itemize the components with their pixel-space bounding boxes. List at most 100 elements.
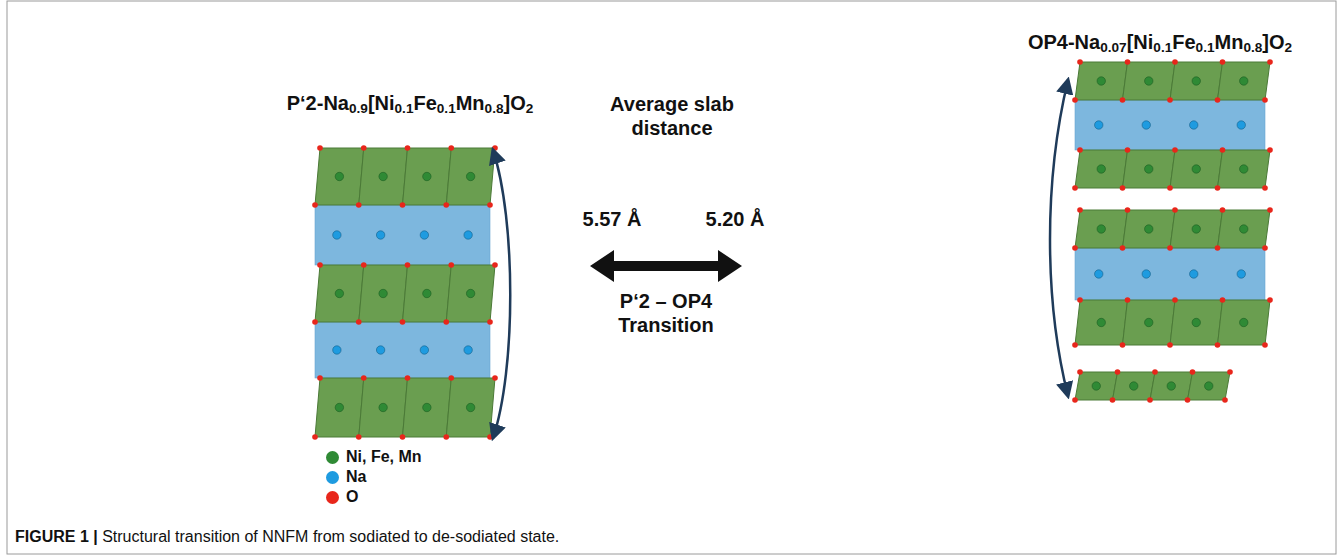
oxygen-atom (1267, 297, 1273, 303)
oxygen-atom (1220, 59, 1226, 65)
octahedral-cell (1218, 210, 1271, 248)
oxygen-atom (1115, 369, 1121, 375)
octahedral-cell (1075, 300, 1128, 345)
legend-entry: Na (326, 468, 366, 486)
oxygen-atom (443, 434, 449, 440)
stacking-arrow (1050, 80, 1068, 396)
sodium-atom (1142, 270, 1150, 278)
oxygen-atom (356, 319, 362, 325)
oxygen-atom (405, 145, 411, 151)
metal-atom (1145, 165, 1153, 173)
metal-atom (423, 289, 431, 297)
oxygen-atom (1152, 369, 1158, 375)
octahedral-cell (1123, 150, 1176, 188)
sodium-atom (1142, 121, 1150, 129)
oxygen-atom (1072, 245, 1078, 251)
oxygen-atom (1125, 59, 1131, 65)
oxygen-atom (1167, 342, 1173, 348)
oxygen-atom (1222, 397, 1228, 403)
metal-atom (335, 403, 343, 411)
metal-atom (466, 172, 474, 180)
oxygen-atom (312, 202, 318, 208)
oxygen-atom (361, 145, 367, 151)
sodium-atom (1237, 121, 1245, 129)
metal-atom (379, 289, 387, 297)
metal-atom (1145, 77, 1153, 85)
oxygen-atom (1215, 185, 1221, 191)
oxygen-atom (1262, 97, 1268, 103)
metal-atom (1192, 318, 1200, 326)
octahedral-cell (1075, 210, 1128, 248)
metal-atom (466, 403, 474, 411)
oxygen-atom (1172, 147, 1178, 153)
legend-text: Na (346, 468, 366, 486)
oxygen-atom (487, 319, 493, 325)
octahedral-cell (315, 148, 364, 205)
sodium-atom (420, 346, 428, 354)
metal-atom (1205, 382, 1213, 390)
metal-atom (379, 403, 387, 411)
octahedral-cell (403, 378, 452, 437)
oxygen-atom (1267, 147, 1273, 153)
oxygen-atom (1220, 147, 1226, 153)
octahedral-cell (359, 148, 408, 205)
sodium-atom (376, 231, 384, 239)
octahedral-cell (359, 378, 408, 437)
metal-atom (1192, 225, 1200, 233)
octahedral-cell (1218, 150, 1271, 188)
oxygen-atom (1267, 207, 1273, 213)
oxygen-atom (1072, 397, 1078, 403)
oxygen-atom (1220, 207, 1226, 213)
oxygen-atom (1147, 397, 1153, 403)
oxygen-atom (443, 202, 449, 208)
metal-atom (1130, 382, 1138, 390)
octahedral-cell (1123, 300, 1176, 345)
metal-atom (335, 289, 343, 297)
oxygen-atom (405, 262, 411, 268)
oxygen-atom (1262, 185, 1268, 191)
octahedral-cell (446, 378, 495, 437)
sodium-layer (315, 205, 490, 265)
sodium-layer (315, 322, 490, 378)
p2-structure (312, 145, 498, 440)
oxygen-atom (1120, 245, 1126, 251)
oxygen-atom (1125, 297, 1131, 303)
metal-atom (1145, 225, 1153, 233)
oxygen-atom (1077, 207, 1083, 213)
legend-entry: O (326, 488, 358, 506)
oxygen-atom (448, 375, 454, 381)
sodium-atom (1190, 270, 1198, 278)
octahedral-cell (315, 378, 364, 437)
oxygen-atom (1077, 297, 1083, 303)
octahedral-cell (1123, 210, 1176, 248)
sodium-atom (464, 346, 472, 354)
oxygen-atom (1072, 97, 1078, 103)
metal-atom (1097, 225, 1105, 233)
oxygen-atom (492, 375, 498, 381)
oxygen-atom (317, 375, 323, 381)
double-arrow (590, 250, 742, 282)
sodium-layer (1075, 100, 1265, 150)
octahedral-cell (1170, 62, 1223, 100)
sodium-atom (1095, 270, 1103, 278)
metal-atom (1097, 165, 1105, 173)
legend-text: O (346, 488, 358, 506)
legend-swatch (326, 471, 339, 484)
metal-atom (1145, 318, 1153, 326)
phase-formula: OP4-Na0.07[Ni0.1Fe0.1Mn0.8]O2 (1028, 30, 1292, 54)
oxygen-atom (356, 434, 362, 440)
oxygen-atom (400, 319, 406, 325)
oxygen-atom (312, 434, 318, 440)
oxygen-atom (1120, 185, 1126, 191)
octahedral-cell (1113, 372, 1156, 400)
metal-atom (466, 289, 474, 297)
oxygen-atom (312, 319, 318, 325)
transition-label: P‘2 – OP4 Transition (606, 289, 726, 337)
octahedral-cell (1218, 300, 1271, 345)
sodium-atom (376, 346, 384, 354)
phase-formula: P‘2-Na0.9[Ni0.1Fe0.1Mn0.8]O2 (287, 91, 534, 115)
metal-atom (1192, 77, 1200, 85)
sodium-atom (1095, 121, 1103, 129)
oxygen-atom (356, 202, 362, 208)
